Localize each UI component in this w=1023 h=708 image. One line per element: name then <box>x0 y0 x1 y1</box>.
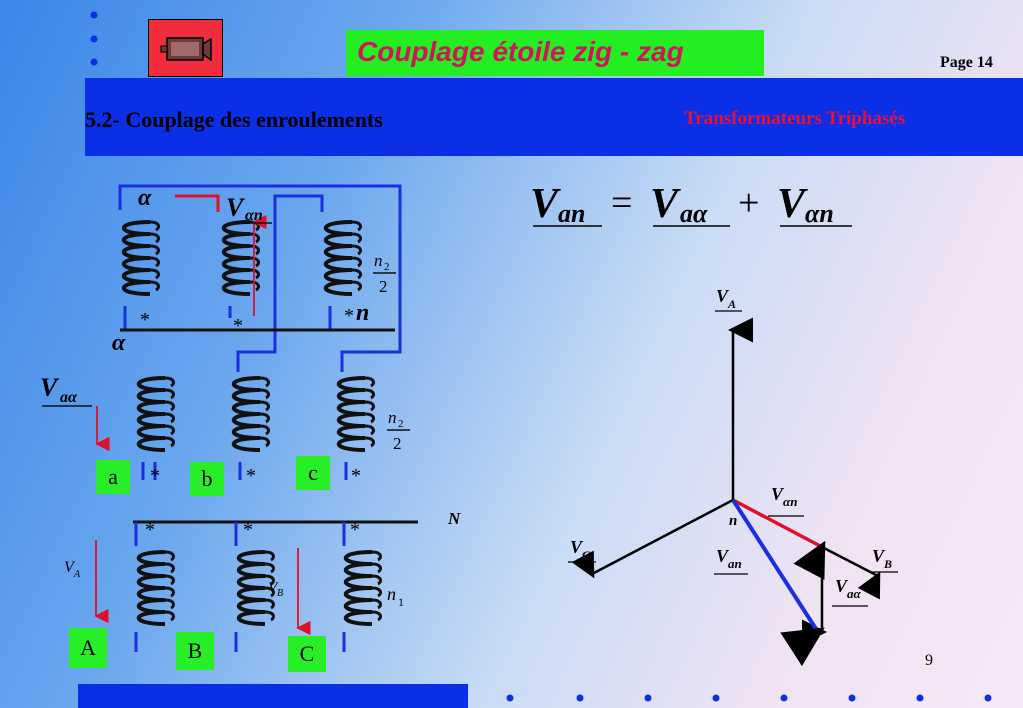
coil-lower-b <box>231 376 271 452</box>
n1-sub: 1 <box>398 595 404 609</box>
phasor-va-label: V <box>716 286 730 306</box>
vb-label: V <box>268 580 279 596</box>
phasor-vb-label: V <box>872 546 886 566</box>
phase-box-b: b <box>190 462 224 496</box>
slide-number: 9 <box>925 652 933 669</box>
ratio-den-2: 2 <box>393 434 402 453</box>
vb-sub: B <box>277 588 283 599</box>
v-a-alpha-sub: aα <box>60 389 78 406</box>
ratio-num: n <box>374 251 383 270</box>
eq-lhs: V <box>530 181 561 227</box>
lower-wiring <box>141 462 348 480</box>
eq-equals: = <box>611 182 632 224</box>
phasor-vc-label: V <box>570 537 584 557</box>
ratio-num-2: n <box>388 408 397 427</box>
title-box <box>346 30 764 76</box>
star-5: * <box>246 465 256 487</box>
phasor-va-sub: A <box>727 297 736 311</box>
star-8: * <box>243 519 253 541</box>
phasor-vb-sub: B <box>883 557 892 571</box>
v-alpha-n-sub: αn <box>245 207 263 224</box>
coil-lower-c <box>336 376 376 452</box>
footer-bar <box>78 684 468 708</box>
coil-primary-A <box>136 550 176 626</box>
phasor-v-alpha-n-label: V <box>771 484 785 504</box>
phasor-v-a-alpha-label: V <box>835 576 849 596</box>
phasor-v-alpha-n-sub: αn <box>783 494 797 509</box>
star-2: * <box>233 315 243 337</box>
phasor-v-a-alpha-sub: aα <box>847 586 862 601</box>
eq-term2: V <box>777 181 808 227</box>
phasor-n-label: n <box>729 513 737 529</box>
video-button[interactable] <box>148 19 223 77</box>
phasor-v-an <box>731 498 825 667</box>
phasor-vc <box>571 498 734 579</box>
phasor-diagram <box>571 317 881 667</box>
coil-lower-a <box>136 376 176 452</box>
primary-box-B: B <box>176 632 214 670</box>
bullet-dots <box>90 11 992 702</box>
header-bar <box>85 78 1023 156</box>
phasor-vc-sub: C <box>582 548 591 562</box>
alpha-mid-label: α <box>112 330 126 356</box>
star-7: * <box>145 519 155 541</box>
star-3: * <box>344 305 354 327</box>
star-9: * <box>350 519 360 541</box>
ratio-den: 2 <box>379 277 388 296</box>
N-label: N <box>447 509 461 528</box>
page-title: Couplage étoile zig - zag <box>357 36 684 67</box>
phase-box-a: a <box>96 460 130 494</box>
star-1: * <box>140 309 150 331</box>
star-6: * <box>351 465 361 487</box>
ratio-num-sub: 2 <box>384 261 390 273</box>
va-sub: A <box>73 569 81 580</box>
phasor-v-alpha-n <box>732 498 826 580</box>
alpha-wire <box>175 194 220 212</box>
phasor-v-an-sub: an <box>728 556 742 571</box>
film-camera-icon <box>160 37 212 62</box>
eq-term1-sub: aα <box>680 199 708 228</box>
primary-wiring <box>134 522 346 652</box>
n1-label: n <box>387 584 396 604</box>
coil-upper-3 <box>323 220 363 296</box>
eq-term2-sub: αn <box>805 199 834 228</box>
ratio-num-sub-2: 2 <box>398 418 404 430</box>
equation: V an = V aα + V αn <box>530 181 852 228</box>
n-label: n <box>356 300 369 326</box>
alpha-top-label: α <box>138 185 152 211</box>
page-label: Page 14 <box>940 54 993 71</box>
star-4: * <box>150 465 160 487</box>
eq-plus: + <box>738 182 759 224</box>
phase-box-c: c <box>296 456 330 490</box>
primary-box-C: C <box>288 636 326 672</box>
va-label: V <box>64 559 76 576</box>
subject-label: Transformateurs Triphasés <box>684 108 906 129</box>
eq-lhs-sub: an <box>558 199 585 228</box>
section-heading: 5.2- Couplage des enroulements <box>85 107 383 132</box>
v-a-alpha-label: V <box>40 373 60 402</box>
primary-box-A: A <box>69 628 107 668</box>
v-alpha-n-label: V <box>226 193 246 222</box>
coil-primary-C <box>343 550 383 626</box>
eq-term1: V <box>650 181 681 227</box>
phasor-v-an-label: V <box>716 546 730 566</box>
phasor-vb-ext <box>821 545 881 600</box>
coil-upper-1 <box>121 220 161 296</box>
